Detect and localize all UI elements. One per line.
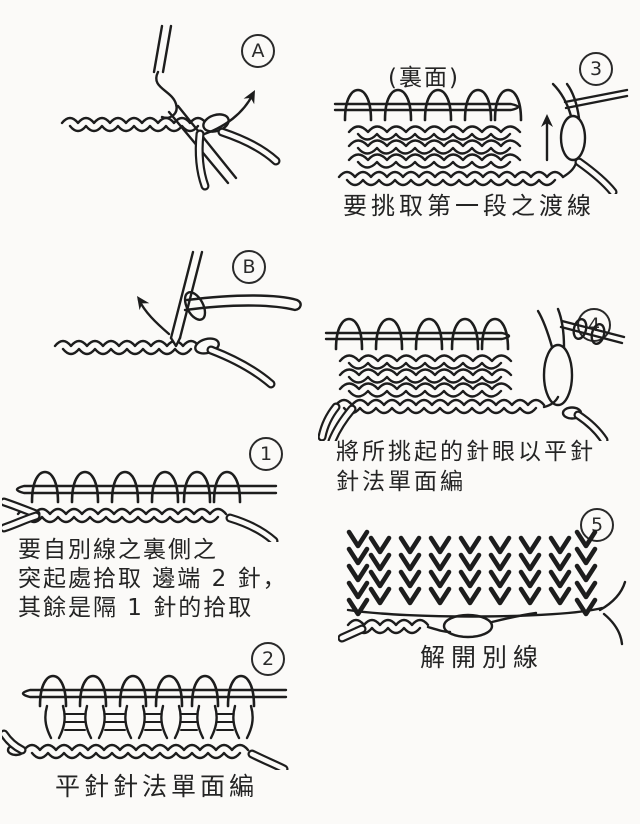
step-1-caption-line3: 其餘是隔 1 針的拾取 — [18, 595, 254, 621]
direction-arrow — [132, 292, 171, 336]
yarn-tail — [206, 345, 276, 389]
knit-picked-stitches-illustration-4 — [318, 307, 626, 441]
new-stitch-and-second-needle — [536, 307, 626, 420]
step-3-caption: 要挑取第一段之渡線 — [343, 192, 595, 220]
step-2-caption: 平針針法單面編 — [55, 772, 259, 801]
crochet-hook — [152, 24, 238, 185]
step-b-badge: B — [232, 250, 266, 284]
step-2-badge: 2 — [251, 642, 285, 676]
step-3-badge: 3 — [579, 52, 613, 86]
crochet-hook-through-chain-illustration-a — [60, 24, 281, 191]
yarn-tail — [574, 157, 618, 194]
yarn-tails — [338, 580, 627, 646]
yarn-tails — [2, 729, 289, 770]
chain-cast-on-row — [334, 398, 546, 415]
fabric-rows — [338, 354, 513, 398]
stockinette-rows-illustration-2 — [2, 674, 289, 770]
yarn-tails — [194, 127, 281, 191]
pick-up-float-illustration-3 — [333, 82, 629, 194]
wrong-side-label: (裏面) — [388, 65, 460, 91]
stitch-columns — [44, 704, 254, 740]
knitting-needle — [15, 484, 278, 495]
step-5-badge: 5 — [580, 508, 614, 542]
fabric-rows — [347, 125, 522, 169]
working-yarn-and-second-needle — [551, 82, 629, 179]
step-1-caption-line2: 突起處拾取 邊端 2 針， — [18, 566, 288, 592]
needle-through-chain-illustration-b — [53, 250, 302, 389]
pick-up-arrow — [541, 114, 553, 162]
picked-loop — [183, 294, 302, 312]
knitting-needle — [21, 688, 288, 699]
yarn-tails — [318, 402, 609, 441]
step-4-caption-line2: 針法單面編 — [336, 469, 466, 495]
step-5-caption: 解開別線 — [420, 643, 545, 672]
step-4-caption-line1: 將所挑起的針眼以平針 — [336, 439, 596, 465]
yarn-tails — [2, 497, 279, 542]
direction-arrow — [196, 87, 261, 138]
waste-yarn-chain — [346, 611, 538, 639]
chain-cast-on-row — [6, 743, 250, 760]
knitting-needle — [169, 250, 207, 348]
stockinette-fabric — [346, 529, 604, 618]
chain-cast-on-row — [337, 170, 565, 187]
chain-cast-on-row — [16, 507, 228, 524]
picked-up-stitches-illustration-1 — [2, 470, 279, 542]
chain-row — [53, 337, 220, 356]
chain-row — [60, 113, 230, 133]
step-1-caption-line1: 要自別線之裏側之 — [18, 537, 218, 563]
step-1-badge: 1 — [249, 437, 283, 471]
step-a-badge: A — [241, 34, 275, 68]
unravel-waste-yarn-illustration-5 — [338, 529, 627, 646]
